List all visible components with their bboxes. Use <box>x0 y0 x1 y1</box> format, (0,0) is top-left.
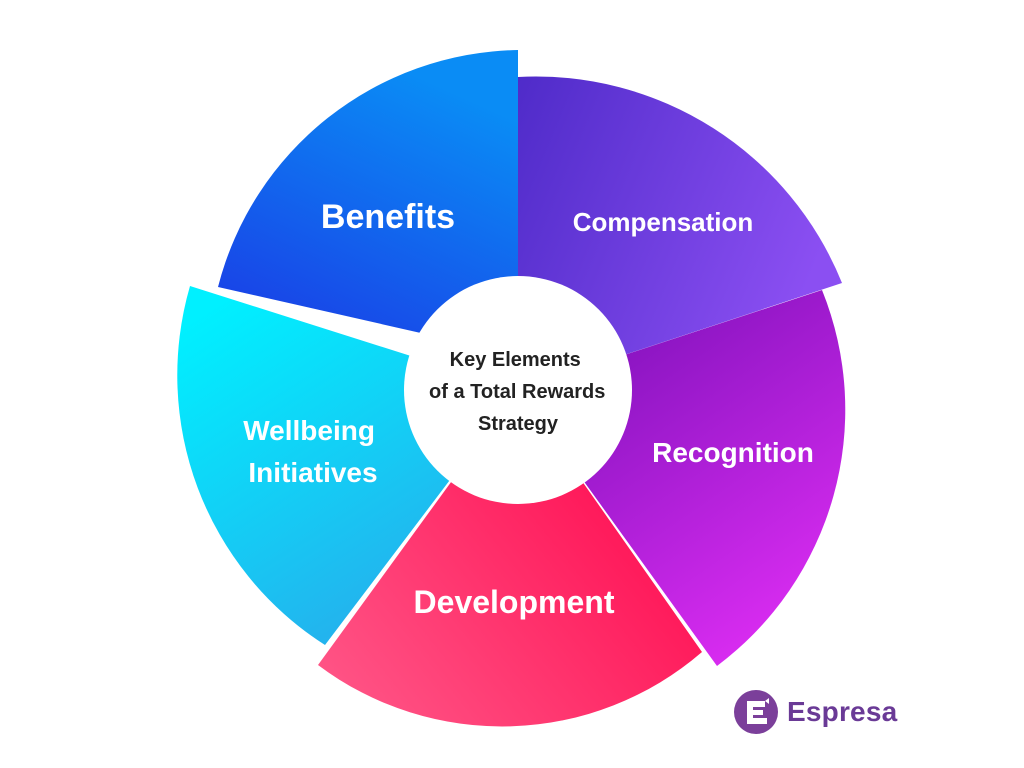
brand: Espresa <box>733 688 897 736</box>
segment-benefits-label: Benefits <box>321 198 455 236</box>
center-title-line-2: of a Total Rewards <box>429 381 605 403</box>
segment-wellbeing-label: Wellbeing Initiatives <box>243 415 383 488</box>
brand-name: Espresa <box>787 696 898 727</box>
segment-benefits <box>218 50 518 355</box>
segment-recognition-label: Recognition <box>652 437 814 468</box>
espresa-logo-icon <box>734 690 778 734</box>
center-hub <box>404 276 632 504</box>
segment-wellbeing-label-line-1: Wellbeing <box>243 415 375 446</box>
center-title-line-3: Strategy <box>478 413 559 435</box>
center-title: Key Elements of a Total Rewards Strategy <box>429 349 611 435</box>
segment-development <box>318 390 702 727</box>
center-title-line-1: Key Elements <box>450 349 581 371</box>
segment-wellbeing-label-line-2: Initiatives <box>248 457 377 488</box>
segment-development-label: Development <box>414 584 615 620</box>
segment-compensation-label: Compensation <box>573 207 754 237</box>
